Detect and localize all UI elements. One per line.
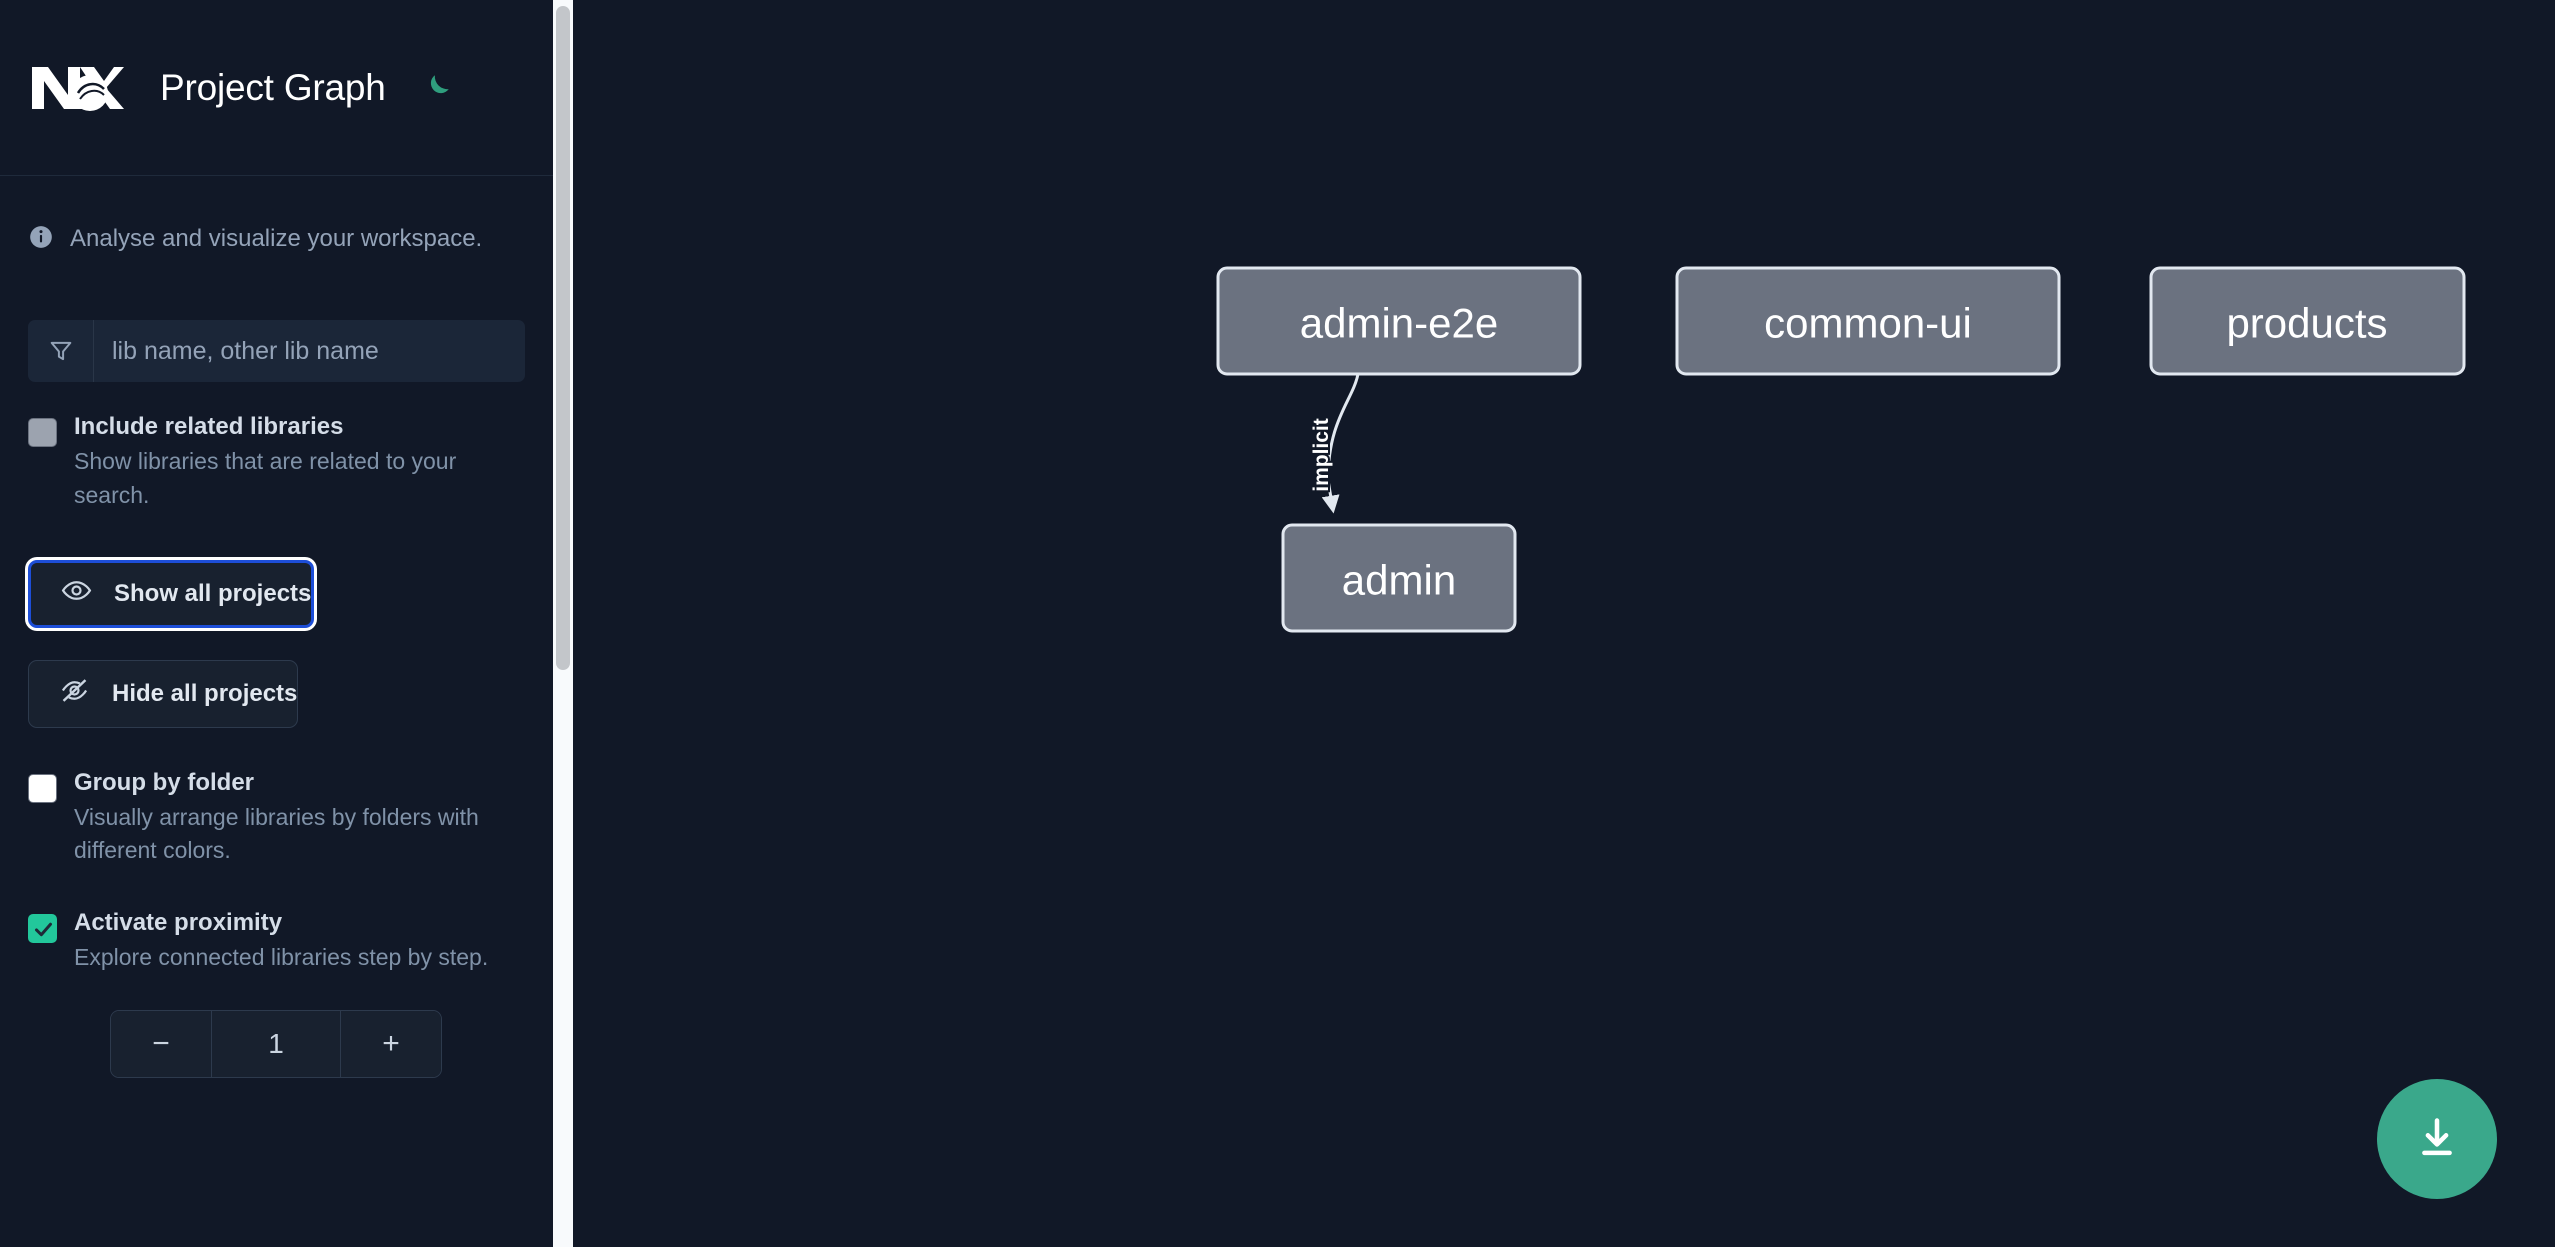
download-icon (2422, 1118, 2452, 1156)
sidebar-header: Project Graph (0, 0, 553, 176)
sidebar: Project Graph Analyse and visualize your… (0, 0, 553, 1247)
include-related-libraries-description: Show libraries that are related to your … (74, 448, 457, 508)
hide-all-projects-label: Hide all projects (112, 679, 298, 707)
option-text-group: Activate proximity Explore connected lib… (74, 910, 488, 975)
graph-node-admin-e2e[interactable]: admin-e2e (1216, 266, 1582, 376)
filter-bar (28, 320, 525, 382)
search-input[interactable] (94, 320, 525, 382)
edge-label: implicit (1310, 418, 1333, 492)
group-by-folder-label: Group by folder (74, 768, 254, 796)
eye-off-icon (59, 675, 90, 713)
node-label: admin-e2e (1300, 300, 1498, 347)
proximity-increment-button[interactable]: + (341, 1011, 441, 1078)
sidebar-scroll-content: Project Graph Analyse and visualize your… (0, 0, 553, 1079)
page-title: Project Graph (160, 66, 386, 108)
show-all-projects-button[interactable]: Show all projects (28, 559, 315, 628)
graph-node-products[interactable]: products (2149, 266, 2466, 376)
sidebar-tagline: Analyse and visualize your workspace. (0, 176, 553, 268)
eye-icon (61, 575, 92, 613)
proximity-stepper: − 1 + (110, 1010, 442, 1079)
activate-proximity-description: Explore connected libraries step by step… (74, 943, 489, 970)
sidebar-scrollbar-thumb[interactable] (556, 6, 570, 670)
graph-node-admin[interactable]: admin (1281, 523, 1517, 633)
node-label: products (2226, 300, 2387, 347)
graph-canvas[interactable]: implicit implicit admin-e2e common-ui pr… (553, 0, 2555, 1247)
sidebar-scrollbar-track[interactable] (553, 0, 573, 1247)
option-text-group: Group by folder Visually arrange librari… (74, 770, 524, 868)
info-icon (28, 224, 54, 255)
project-graph-svg: implicit implicit admin-e2e common-ui pr… (1216, 266, 2466, 633)
group-by-folder-checkbox[interactable] (28, 773, 57, 803)
nx-logo-icon (28, 63, 124, 113)
sidebar-tagline-text: Analyse and visualize your workspace. (70, 225, 483, 252)
include-related-libraries-checkbox[interactable] (28, 418, 57, 447)
activate-proximity-label: Activate proximity (74, 908, 283, 936)
graph-edge-admin-e2e-to-admin[interactable]: implicit (1308, 373, 1360, 514)
hide-all-projects-button[interactable]: Hide all projects (28, 659, 299, 728)
download-graph-button[interactable] (2377, 1079, 2497, 1199)
moon-icon[interactable] (416, 68, 456, 108)
option-include-related-libraries: Include related libraries Show libraries… (0, 414, 553, 512)
filter-funnel-icon (28, 320, 94, 382)
node-label: common-ui (1764, 300, 1972, 347)
proximity-value: 1 (211, 1011, 341, 1078)
group-by-folder-description: Visually arrange libraries by folders wi… (74, 804, 479, 864)
option-group-by-folder: Group by folder Visually arrange librari… (0, 770, 553, 868)
option-text-group: Include related libraries Show libraries… (74, 414, 524, 512)
graph-node-common-ui[interactable]: common-ui (1675, 266, 2061, 376)
include-related-libraries-label: Include related libraries (74, 413, 344, 440)
proximity-decrement-button[interactable]: − (111, 1011, 211, 1078)
option-activate-proximity: Activate proximity Explore connected lib… (0, 910, 553, 975)
activate-proximity-checkbox[interactable] (28, 913, 57, 943)
node-label: admin (1342, 557, 1456, 604)
show-all-projects-label: Show all projects (114, 579, 312, 607)
